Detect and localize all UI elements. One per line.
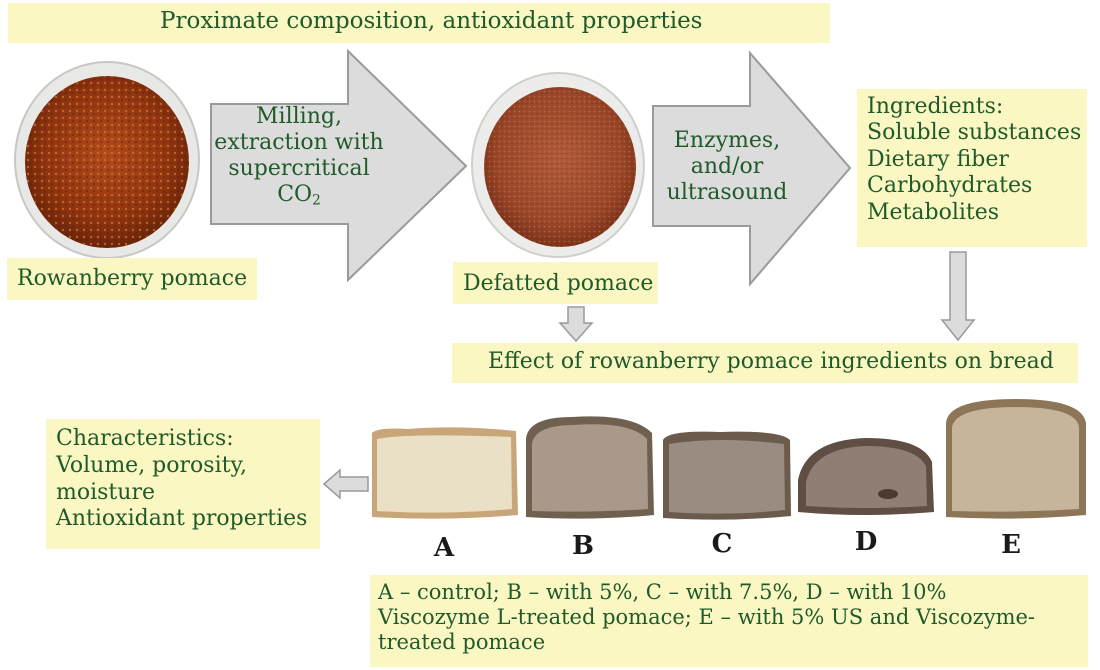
bread-label-a: A: [433, 533, 455, 563]
bread-loaf-d: [798, 438, 934, 515]
bread-loaf-e: [946, 399, 1086, 519]
bread-loaf-a: [372, 427, 518, 519]
ingredient-item: Soluble substances: [867, 120, 1082, 146]
legend-box: A – control; B – with 5%, C – with 7.5%,…: [370, 575, 1088, 667]
enzymes-ultrasound-arrow: [652, 50, 852, 287]
effect-banner: Effect of rowanberry pomace ingredients …: [452, 343, 1078, 383]
milling-extraction-arrow: [210, 48, 468, 283]
ingredients-title: Ingredients:: [867, 94, 1004, 119]
enzymes-ultrasound-text: Enzymes, and/or ultrasound: [666, 128, 788, 205]
bread-loaf-b: [526, 416, 654, 519]
top-banner-text: Proximate composition, antioxidant prope…: [160, 8, 703, 34]
characteristics-box: Characteristics: Volume, porosity, moist…: [46, 419, 320, 549]
rowanberry-pomace-dish: [14, 61, 200, 259]
ingredient-item: Dietary fiber: [867, 146, 1009, 172]
bread-loaf-c: [663, 431, 791, 520]
defatted-pomace-label: Defatted pomace: [453, 262, 658, 304]
milling-extraction-text: Milling, extraction with supercritical C…: [214, 104, 384, 209]
ingredient-item: Carbohydrates: [867, 173, 1033, 199]
left-arrow-icon: [322, 468, 369, 500]
characteristics-title: Characteristics:: [56, 426, 234, 451]
defatted-pomace-dish: [471, 72, 645, 258]
top-banner: Proximate composition, antioxidant prope…: [8, 3, 830, 43]
bread-label-b: B: [572, 531, 594, 561]
ingredient-item: Metabolites: [867, 199, 1000, 225]
ingredients-box: Ingredients: Soluble substances Dietary …: [857, 89, 1087, 247]
down-arrow-icon: [940, 251, 976, 342]
bread-label-d: D: [854, 527, 878, 557]
down-arrow-icon: [558, 306, 594, 343]
rowanberry-pomace-label: Rowanberry pomace: [7, 258, 257, 300]
bread-label-e: E: [1001, 530, 1021, 560]
bread-label-c: C: [711, 529, 733, 559]
